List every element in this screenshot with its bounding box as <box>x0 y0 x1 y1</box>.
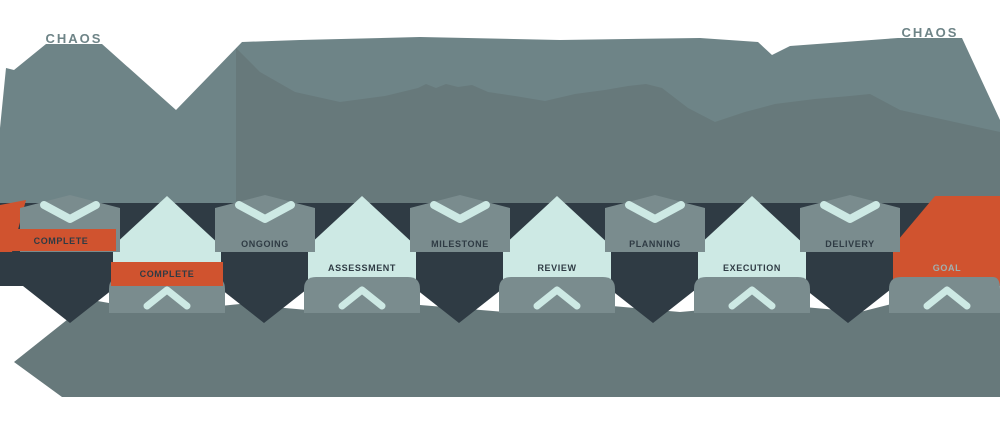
step-pentagon <box>308 196 416 286</box>
mountain-ridge-shadow <box>236 48 1000 250</box>
chevron-up-icon <box>728 286 776 310</box>
step2-complete-banner <box>111 262 223 286</box>
chevron-up-icon <box>923 286 971 310</box>
right-peak-title: CHAOS <box>902 25 959 40</box>
step-label: GOAL <box>933 263 961 273</box>
step-pentagon <box>503 196 611 286</box>
chevron-down-icon <box>235 201 295 223</box>
step-label: REVIEW <box>537 263 576 273</box>
chevron-down-icon <box>430 201 490 223</box>
step-label: DELIVERY <box>825 239 874 249</box>
chevron-up-icon <box>143 286 191 310</box>
step-label: ASSESSMENT <box>328 263 396 273</box>
left-peak-title: CHAOS <box>46 31 103 46</box>
chevron-down-icon <box>40 201 100 223</box>
step1-complete-banner <box>6 229 116 251</box>
step-label: EXECUTION <box>723 263 781 273</box>
chevron-down-icon <box>820 201 880 223</box>
step-label: MILESTONE <box>431 239 489 249</box>
step-pentagon <box>698 196 806 286</box>
right-end-orange-pentagon <box>893 196 1000 286</box>
bottom-mountain-range <box>14 298 1000 397</box>
step-label: COMPLETE <box>34 236 89 246</box>
step-arch <box>304 277 420 313</box>
chevron-up-icon <box>338 286 386 310</box>
step-label: ONGOING <box>241 239 289 249</box>
step-label: COMPLETE <box>140 269 195 279</box>
chevron-up-icon <box>533 286 581 310</box>
step-arch <box>499 277 615 313</box>
step-label: PLANNING <box>629 239 681 249</box>
chevron-down-icon <box>625 201 685 223</box>
step-arch <box>694 277 810 313</box>
